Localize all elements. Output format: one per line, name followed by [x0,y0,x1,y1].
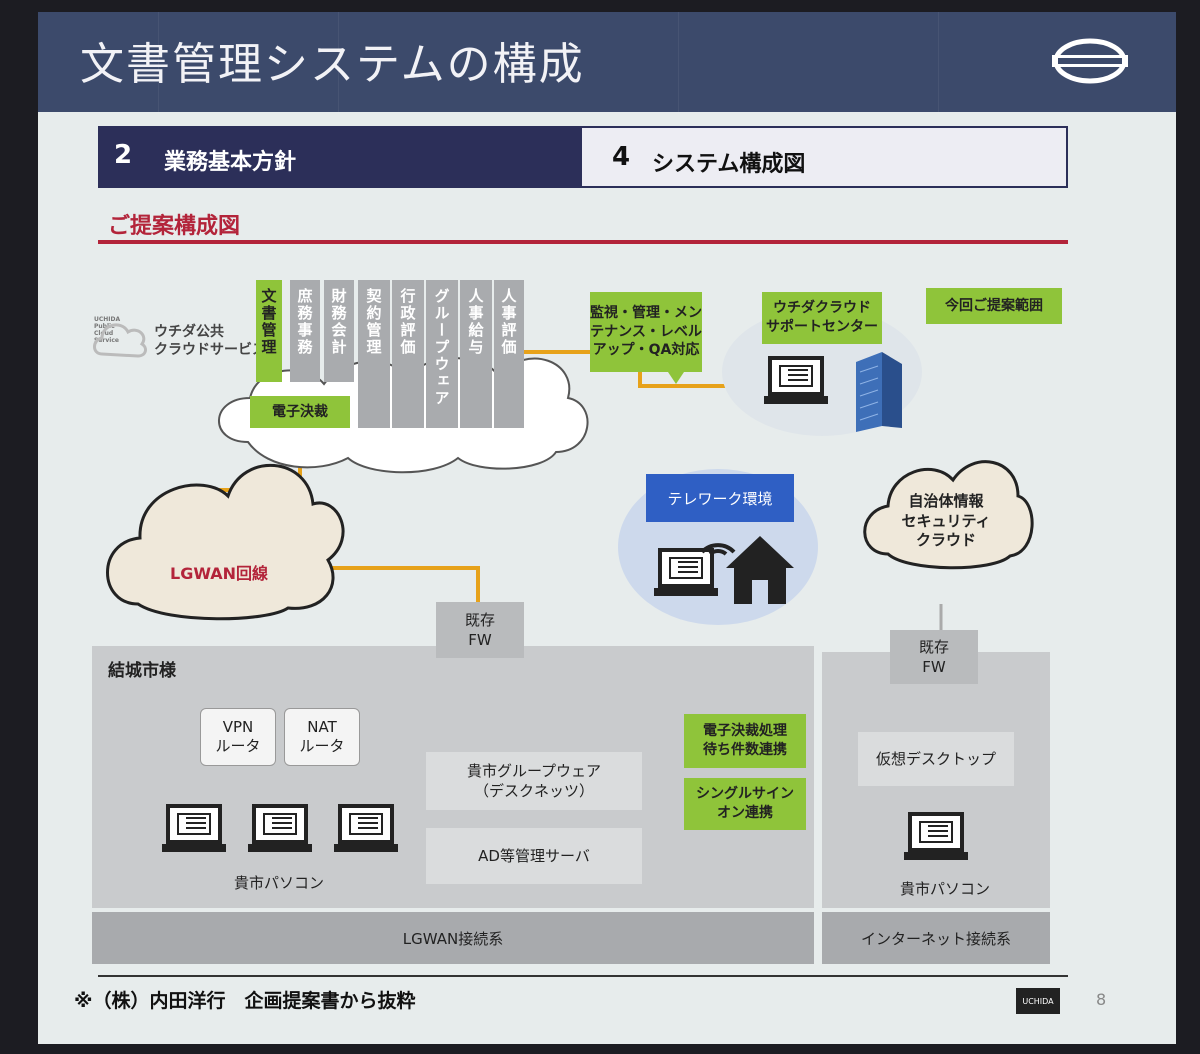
column-payroll: 人事給与 [460,280,492,428]
house-icon [726,536,794,604]
footer-note: ※（株）内田洋行 企画提案書から抜粋 [74,990,416,1012]
e-approval-box: 電子決裁 [250,396,350,428]
section-number: 4 [612,142,631,172]
divider [98,240,1068,244]
ad-server-box: AD等管理サーバ [426,828,642,884]
header-pattern [678,12,719,112]
maintenance-box: 監視・管理・メン テナンス・レベル アップ・QA対応 [590,292,702,372]
column-document-management: 文書管理 [256,280,282,382]
column-contract: 契約管理 [358,280,390,428]
column-general-affairs: 庶務事務 [290,280,320,382]
building-icon [856,352,902,432]
lgwan-cloud-shape [106,463,345,621]
internet-network-bar: インターネット接続系 [822,912,1050,964]
column-finance: 財務会計 [324,280,354,382]
security-cloud-shape [863,460,1034,570]
support-center-box: ウチダクラウド サポートセンター [762,292,882,344]
laptop-icon [764,356,828,404]
uchida-logo: UCHIDA [1016,988,1060,1014]
page-number: 8 [1096,990,1107,1009]
telework-laptop-icon [654,548,718,596]
city-pc-icon [248,804,312,852]
diagram-subtitle: ご提案構成図 [108,214,241,239]
section-current: 2 業務基本方針 [98,126,580,188]
slide-title: 文書管理システムの構成 [80,39,585,90]
internet-pc-label: 貴市パソコン [900,880,991,898]
header-pattern [938,12,979,112]
section-label: システム構成図 [652,152,806,177]
column-hr-evaluation: 人事評価 [494,280,524,428]
city-pc-icon [334,804,398,852]
footer-divider [98,975,1068,977]
cloud-outline-icon [93,323,147,358]
section-number: 2 [114,140,133,170]
wifi-icon [700,543,736,556]
existing-firewall-right: 既存 FW [890,630,978,684]
section-next: 4 システム構成図 [580,126,1068,188]
vpn-router: VPN ルータ [200,708,276,766]
column-evaluation: 行政評価 [392,280,424,428]
lgwan-line-label: LGWAN回線 [170,564,269,583]
sso-sync-box: シングルサイン オン連携 [684,778,806,830]
header-bar: 文書管理システムの構成 [38,12,1176,112]
telework-label: テレワーク環境 [646,474,794,522]
city-pc-icon [162,804,226,852]
virtual-desktop-box: 仮想デスクトップ [858,732,1014,786]
city-groupware-box: 貴市グループウェア （デスクネッツ） [426,752,642,810]
nat-router: NAT ルータ [284,708,360,766]
security-cloud-label: 自治体情報 セキュリティ クラウド [901,492,991,549]
approval-sync-box: 電子決裁処理 待ち件数連携 [684,714,806,768]
column-groupware: グループウェア [426,280,458,428]
proposal-scope-box: 今回ご提案範囲 [926,288,1062,324]
internet-pc-icon [904,812,968,860]
section-label: 業務基本方針 [164,150,297,175]
slide: 文書管理システムの構成 2 業務基本方針 4 システム構成図 ご提案構成図 [38,12,1176,1044]
existing-firewall-left: 既存 FW [436,602,524,658]
lgwan-network-bar: LGWAN接続系 [92,912,814,964]
header-pattern [338,12,379,112]
city-name-label: 結城市様 [108,661,176,681]
header-pattern [158,12,199,112]
city-pc-label: 貴市パソコン [234,874,325,892]
cloud-service-name: ウチダ公共 クラウドサービス [154,324,266,358]
city-emblem-icon [1052,38,1128,84]
